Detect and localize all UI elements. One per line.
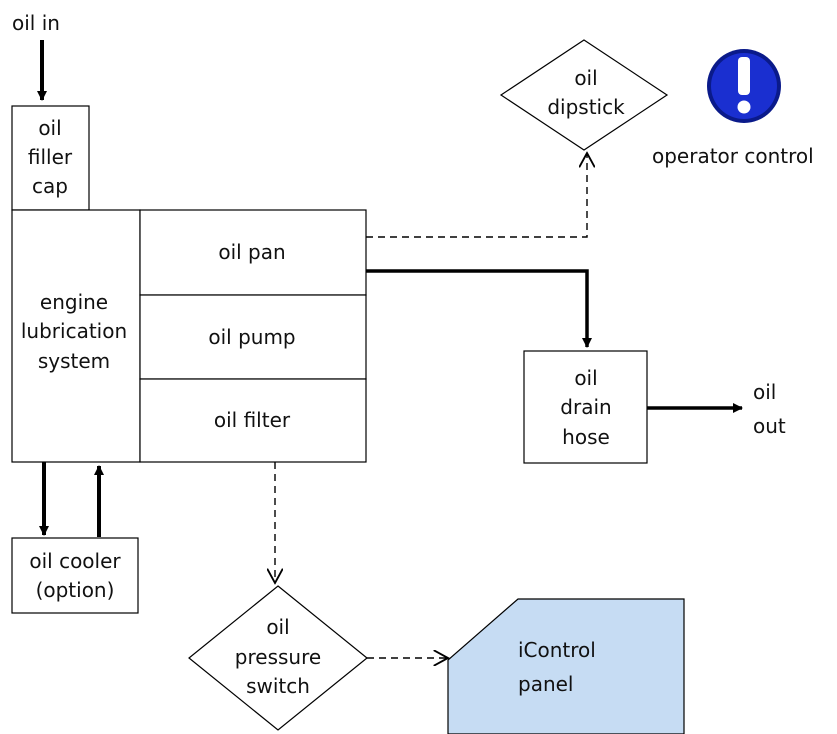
oil-pan-label: oil pan	[218, 240, 285, 264]
engine-line-2: lubrication	[21, 319, 127, 343]
filler-cap-line-1: oil	[38, 116, 61, 140]
drain-hose-line-1: oil	[574, 366, 597, 390]
dipstick-line-2: dipstick	[547, 95, 625, 119]
filler-cap-line-3: cap	[32, 174, 68, 198]
oil-dipstick-diamond: oil dipstick	[499, 39, 669, 151]
pressure-switch-line-1: oil	[266, 615, 289, 639]
oil-cooler-line-2: (option)	[36, 578, 115, 602]
icontrol-panel-line-1: iControl	[518, 638, 596, 662]
exclamation-alert-icon	[707, 49, 781, 123]
icontrol-panel-box: iControl panel	[447, 598, 685, 734]
oil-filter-box: oil filter	[139, 378, 367, 463]
oil-cooler-line-1: oil cooler	[29, 549, 121, 573]
oil-pump-box: oil pump	[139, 294, 367, 380]
oil-filler-cap-box: oil filler cap	[11, 105, 90, 211]
drain-hose-line-3: hose	[562, 425, 610, 449]
oil-out-line-1: oil	[753, 380, 776, 404]
engine-line-3: system	[38, 349, 110, 373]
oil-in-label: oil in	[12, 11, 60, 35]
dipstick-dashed-connector	[366, 153, 587, 238]
engine-line-1: engine	[40, 290, 108, 314]
oil-cooler-box: oil cooler (option)	[11, 537, 139, 614]
icontrol-panel-line-2: panel	[518, 672, 574, 696]
drain-hose-arrow	[366, 269, 592, 348]
engine-lubrication-system-box: engine lubrication system	[11, 209, 141, 463]
oil-filter-label: oil filter	[214, 408, 291, 432]
operator-control-label: operator control	[652, 144, 814, 168]
oil-out-line-2: out	[753, 414, 786, 438]
oil-drain-hose-box: oil drain hose	[523, 350, 648, 464]
oil-pressure-switch-diamond: oil pressure switch	[188, 585, 368, 731]
pressure-switch-line-3: switch	[246, 674, 310, 698]
filler-cap-line-2: filler	[28, 145, 73, 169]
oil-pump-label: oil pump	[208, 325, 295, 349]
drain-hose-line-2: drain	[560, 395, 611, 419]
pressure-switch-line-2: pressure	[235, 645, 321, 669]
oil-pan-box: oil pan	[139, 209, 367, 296]
dipstick-line-1: oil	[574, 66, 597, 90]
